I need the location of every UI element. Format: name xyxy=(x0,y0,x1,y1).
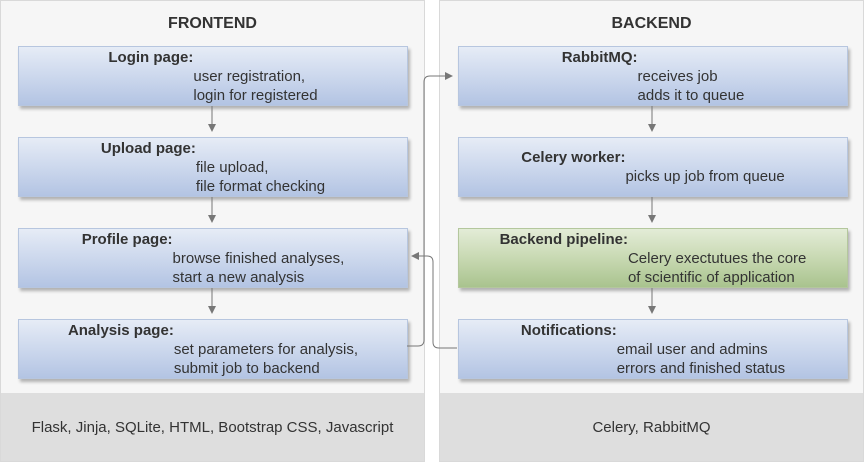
box-key: Upload page: xyxy=(100,139,196,157)
frontend-panel: FRONTEND Login page: user registration,l… xyxy=(0,0,425,462)
box-line1: Celery exectutues the core xyxy=(627,249,807,267)
box-key: Celery worker: xyxy=(521,149,626,166)
backend-title: BACKEND xyxy=(611,15,692,32)
box-line2: errors and finished status xyxy=(616,359,786,377)
analysis-page-box: Analysis page: set parameters for analys… xyxy=(18,319,408,379)
box-key: Backend pipeline: xyxy=(499,230,628,248)
box-line2: submit job to backend xyxy=(173,359,320,377)
box-line1: email user and admins xyxy=(616,340,768,358)
profile-page-box: Profile page: browse finished analyses,s… xyxy=(18,228,408,288)
box-key: Login page: xyxy=(108,48,194,66)
celery-worker-box: Celery worker: picks up job from queue xyxy=(458,137,848,197)
box-key: Profile page: xyxy=(81,230,173,248)
box-line1: browse finished analyses, xyxy=(172,249,345,267)
box-key: Notifications: xyxy=(520,321,617,339)
arrow-notifications-to-profile xyxy=(411,252,457,349)
box-line2: file format checking xyxy=(195,177,326,195)
box-key: RabbitMQ: xyxy=(561,48,638,66)
box-line1: receives job xyxy=(637,67,718,85)
box-line1: user registration, xyxy=(193,67,306,85)
box-line1: picks up job from queue xyxy=(625,168,785,185)
box-line1: set parameters for analysis, xyxy=(173,340,359,358)
box-line2: start a new analysis xyxy=(172,268,305,286)
box-line1: file upload, xyxy=(195,158,269,176)
backend-pipeline-box: Backend pipeline: Celery exectutues the … xyxy=(458,228,848,288)
box-line2: login for registered xyxy=(193,86,318,104)
login-page-box: Login page: user registration,login for … xyxy=(18,46,408,106)
upload-page-box: Upload page: file upload,file format che… xyxy=(18,137,408,197)
box-line2: adds it to queue xyxy=(637,86,745,104)
arrow-analysis-to-rabbitmq xyxy=(407,72,453,347)
backend-footer: Celery, RabbitMQ xyxy=(440,393,863,461)
frontend-footer: Flask, Jinja, SQLite, HTML, Bootstrap CS… xyxy=(1,393,424,461)
box-key: Analysis page: xyxy=(67,321,174,339)
frontend-title: FRONTEND xyxy=(168,15,257,32)
box-line2: of scientific of application xyxy=(627,268,795,286)
